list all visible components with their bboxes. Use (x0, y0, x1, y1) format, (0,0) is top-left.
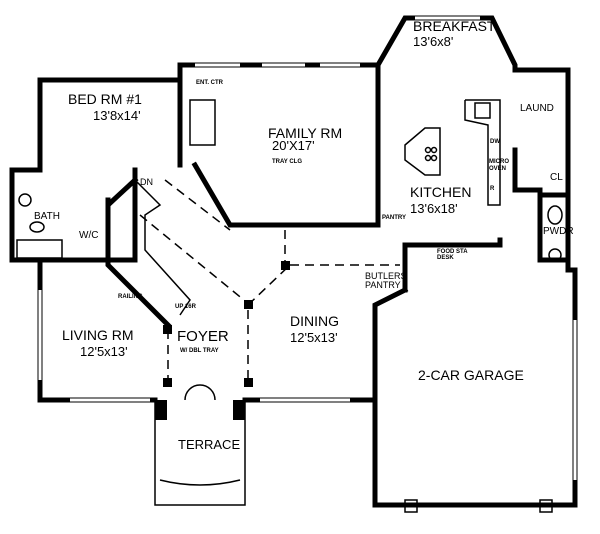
dishwasher-label: DW (490, 139, 500, 145)
fridge-label: R (490, 186, 495, 192)
room-label-butlers: BUTLERS (365, 271, 407, 281)
garage-fixtures (404, 499, 553, 513)
kitchen-fixtures (189, 99, 501, 206)
room-size-kitchen: 13'6x18' (410, 201, 458, 216)
room-label-butlers-pantry: PANTRY (365, 280, 401, 290)
exterior-walls (9, 15, 578, 508)
room-label-dining: DINING (290, 313, 339, 329)
room-label-pantry: PANTRY (382, 215, 406, 221)
room-label-bedroom1: BED RM #1 (68, 91, 142, 107)
room-label-living: LIVING RM (62, 327, 134, 343)
stair-up-label: UP 16R (175, 304, 197, 310)
room-label-terrace: TERRACE (178, 437, 240, 452)
foyer-note: W/ DBL TRAY (180, 348, 219, 354)
micro-label: MICRO (489, 159, 509, 165)
room-label-laundry: LAUND (520, 103, 554, 114)
room-label-kitchen: KITCHEN (410, 184, 471, 200)
room-label-garage: 2-CAR GARAGE (418, 367, 524, 383)
room-size-family: 20'X17' (272, 138, 315, 153)
desk-label-2: DESK (437, 255, 454, 261)
bath-fixtures (16, 193, 563, 262)
room-size-bedroom1: 13'8x14' (93, 108, 141, 123)
terrace (154, 384, 246, 506)
room-label-foyer: FOYER (177, 328, 229, 345)
room-label-wic: W/C (79, 230, 98, 241)
desk-label-1: FOOD STA (437, 249, 468, 255)
room-label-closet: CL (550, 172, 563, 183)
room-label-powder: PWDR (543, 226, 574, 237)
room-label-family: FAMILY RM (268, 125, 342, 141)
room-size-breakfast: 13'6x8' (413, 34, 453, 49)
ent-ctr-label: ENT. CTR (196, 80, 224, 86)
stair-down-label: DN (140, 177, 153, 187)
family-note: TRAY CLG (272, 159, 302, 165)
railing-label: RAILING (118, 294, 143, 300)
room-size-dining: 12'5x13' (290, 330, 338, 345)
room-label-breakfast: BREAKFAST (413, 18, 496, 34)
room-label-bath: BATH (34, 211, 60, 222)
oven-label: OVEN (489, 166, 506, 172)
room-size-living: 12'5x13' (80, 344, 128, 359)
